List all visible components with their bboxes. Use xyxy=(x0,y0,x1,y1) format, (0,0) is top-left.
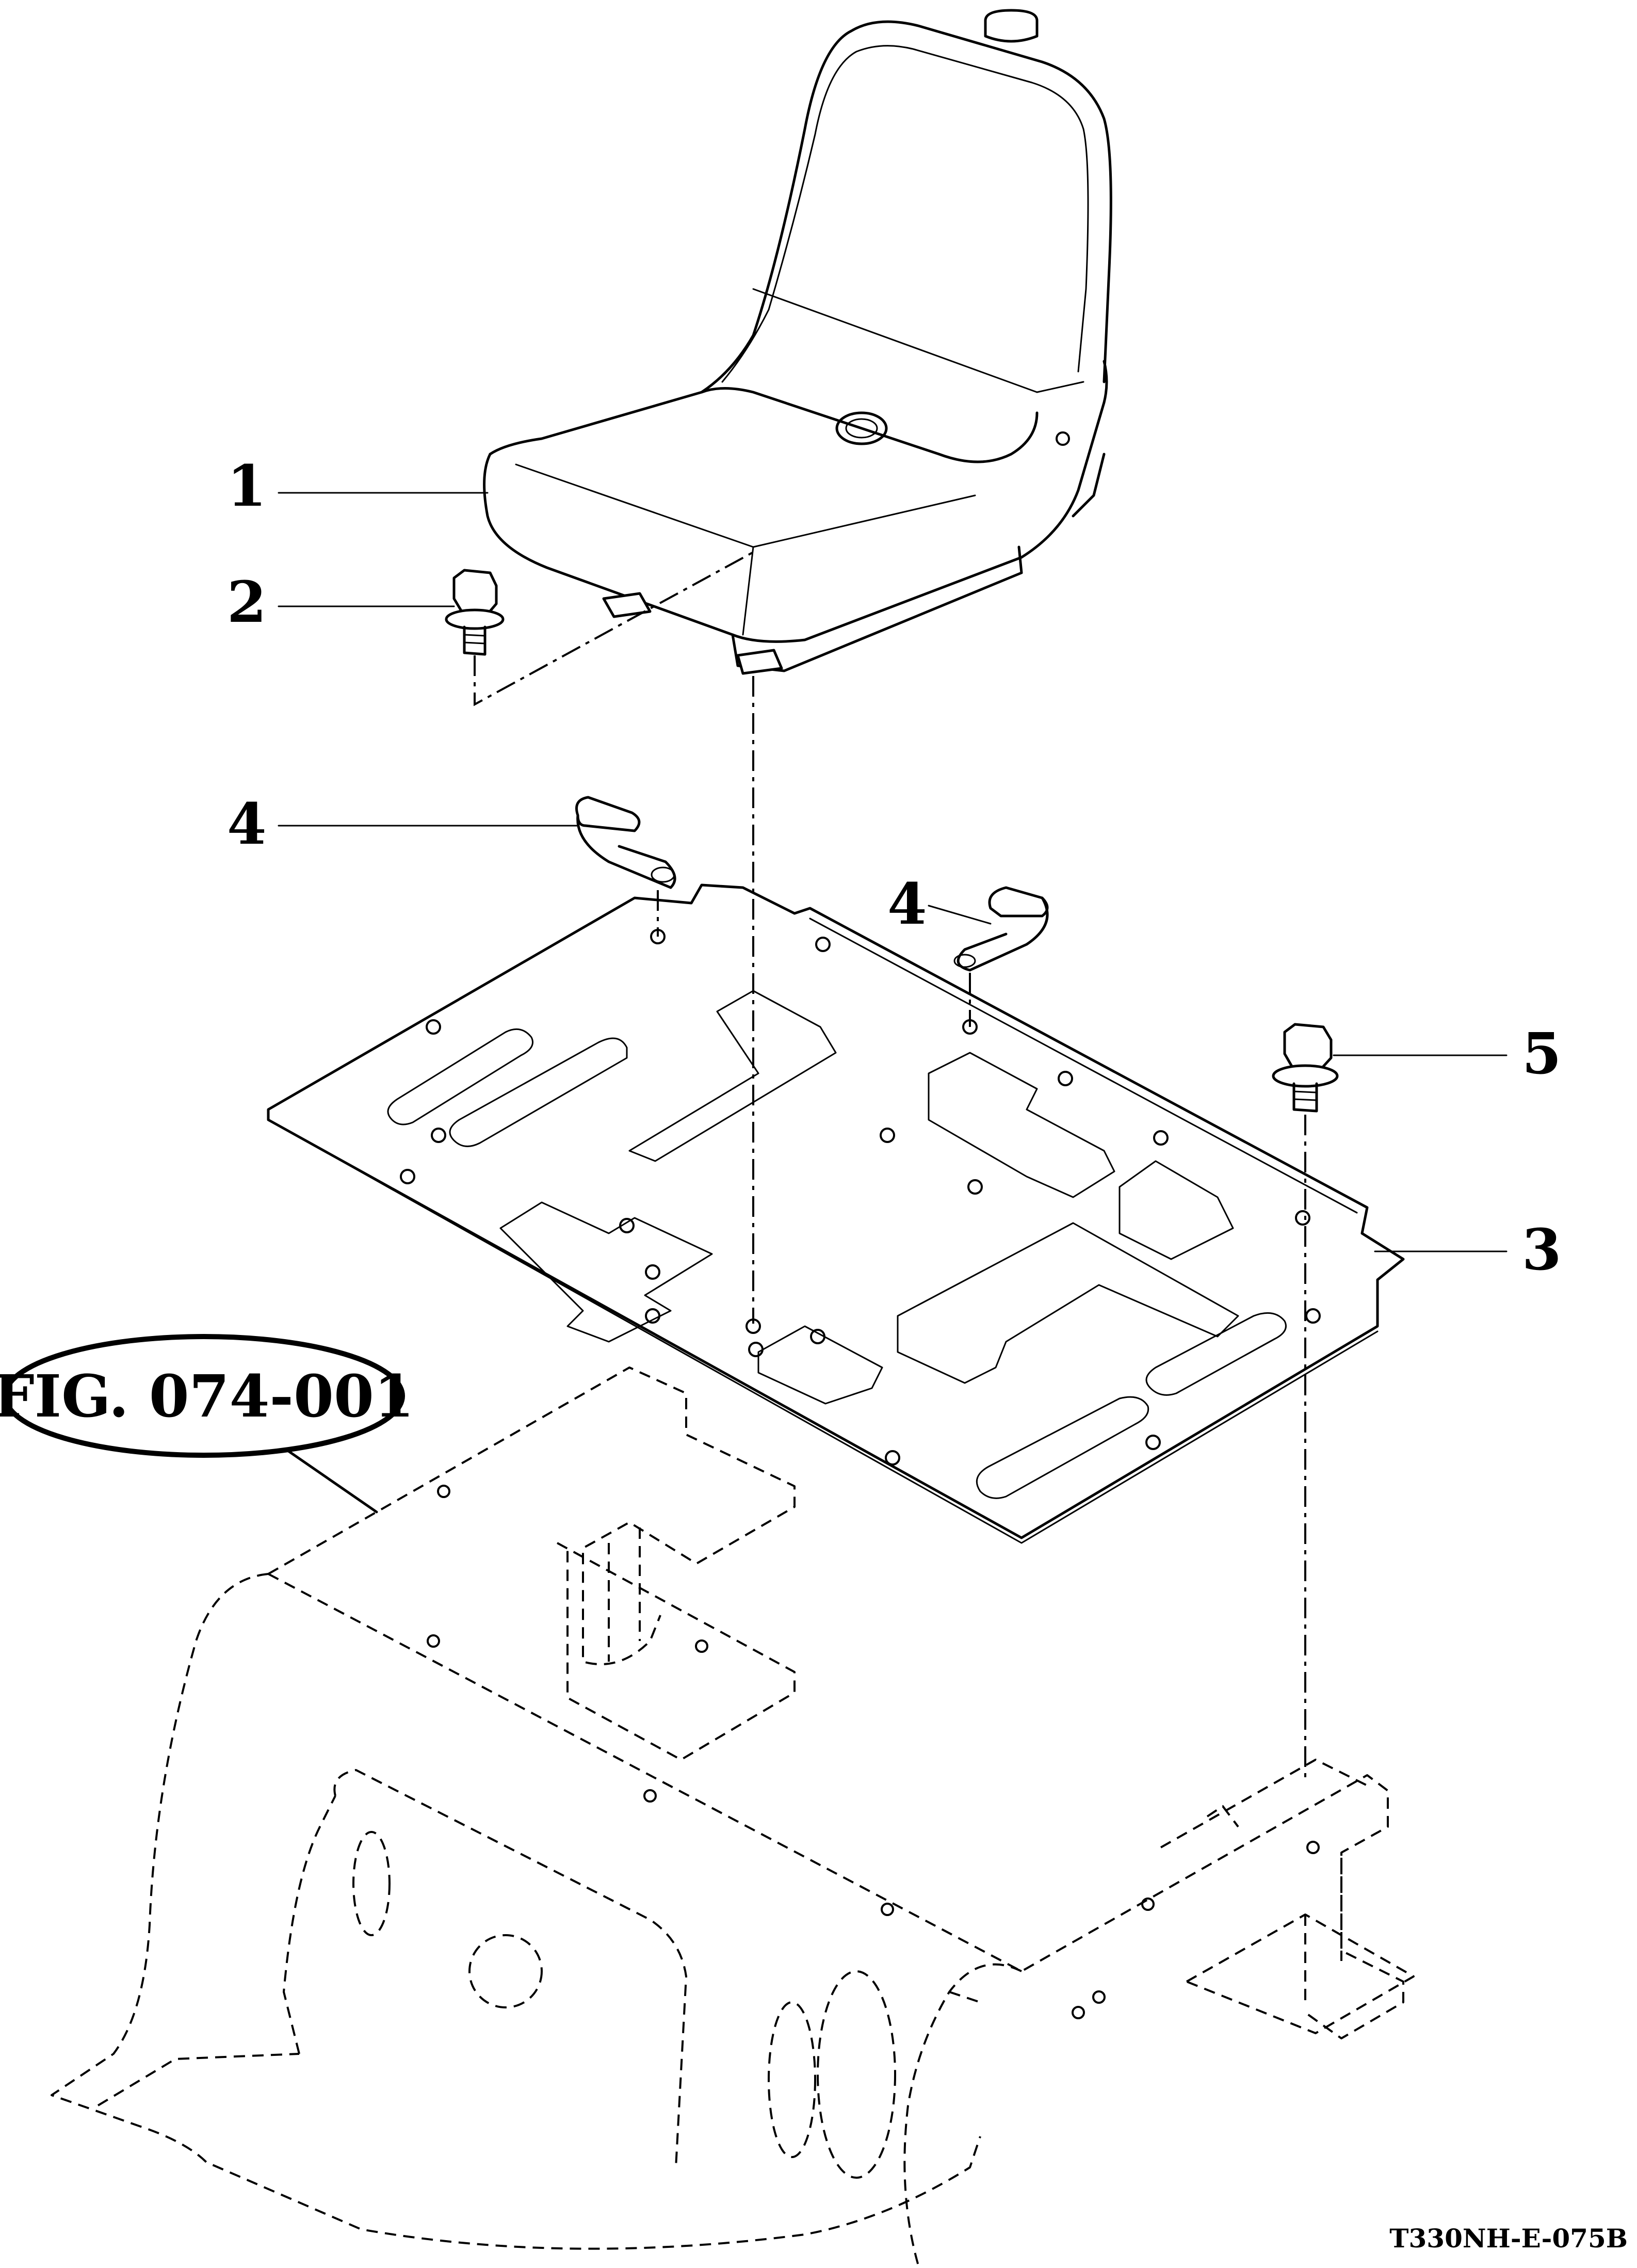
assembly-center-lines xyxy=(474,551,1306,1778)
leader-lines xyxy=(267,492,1508,1514)
clip-part-4-right xyxy=(953,886,1049,972)
callout-4-right: 4 xyxy=(887,871,927,937)
mounting-plate-part-3 xyxy=(267,883,1405,1544)
callout-2: 2 xyxy=(227,569,267,635)
bolt-part-2 xyxy=(445,569,505,656)
figure-reference-link[interactable]: FIG. 074-001 xyxy=(0,1334,414,1458)
figure-reference-text[interactable]: FIG. 074-001 xyxy=(0,1363,414,1430)
clip-part-4-left xyxy=(575,796,676,889)
seat-part xyxy=(483,9,1112,675)
bolt-part-5 xyxy=(1272,1023,1339,1113)
leader-line-4b xyxy=(928,905,992,925)
callout-5: 5 xyxy=(1522,1020,1562,1087)
callout-3: 3 xyxy=(1522,1216,1562,1283)
callout-4-left: 4 xyxy=(227,791,267,857)
callout-1: 1 xyxy=(227,453,267,519)
frame-phantom-outline xyxy=(51,1366,1415,2266)
drawing-code: T330NH-E-075B xyxy=(1389,2223,1628,2254)
figure-reference-oval xyxy=(3,1334,405,1458)
